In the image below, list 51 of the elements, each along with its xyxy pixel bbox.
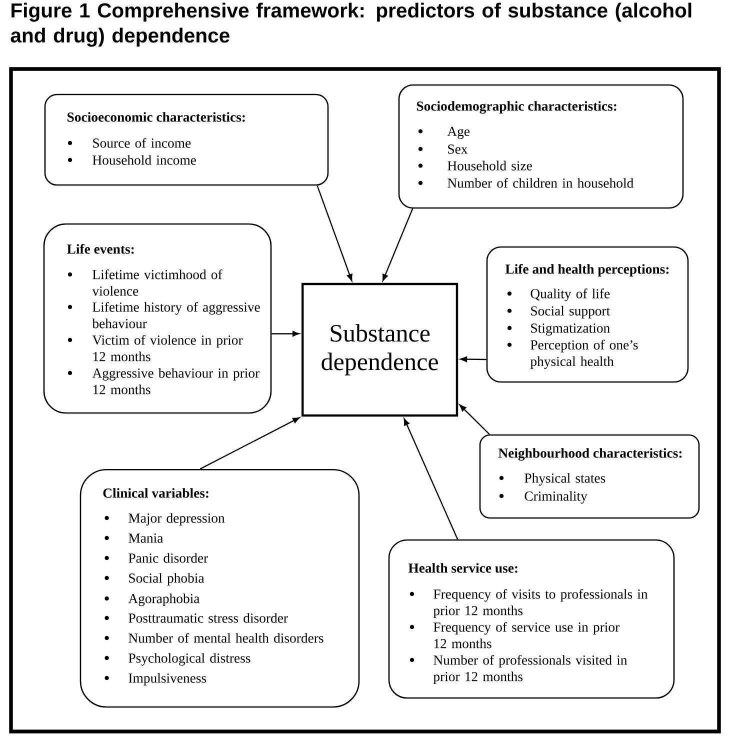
category-heading: Life events: [67,244,134,254]
list-item: Social support [531,306,610,318]
list-item: Source of income [93,138,191,148]
list-item: Agoraphobia [128,594,200,606]
list-item: Quality of life [530,288,610,302]
figure-title: Figure 1 Comprehensive framework: predictors of substance (alcohol and drug) dependence [10,2,692,47]
list-item: Household size [448,160,532,170]
arrow [459,404,490,435]
arrow [382,208,414,282]
list-item: Number of mental health disorders [128,632,324,643]
list-item: Sex [448,144,468,154]
arrow [272,330,300,337]
list-item: Stigmatization [531,324,610,336]
list-item: Victim of violence in prior 12 months [92,334,243,362]
list-item: Aggressive behaviour in prior 12 months [92,368,260,394]
list-item: Panic disorder [128,553,208,563]
category-heading: Neighbourhood characteristics: [498,448,682,461]
list-item: Mania [128,534,164,543]
category-heading: Clinical variables: [103,488,208,498]
list-item: Household income [92,155,196,165]
list-item: Age [447,126,470,139]
arrow [404,418,458,540]
arrow [316,185,352,282]
list-item: Perception of one’s physical health [530,340,638,369]
list-item: Number of professionals visited in prior 12 months [433,654,628,684]
list-item: Impulsiveness [128,673,206,686]
list-item: Psychological distress [128,653,250,666]
arrow [460,356,486,362]
list-item: Frequency of visits to professionals in prior 12 months [433,588,648,618]
category-box [80,468,360,708]
category-box [486,246,689,383]
category-heading: Life and health perceptions: [505,264,668,277]
list-item: Frequency of service use in prior 12 months [434,622,620,648]
category-box [388,539,675,699]
category-box [398,84,684,209]
category-heading: Socioeconomic characteristics: [68,112,245,122]
category-heading: Health service use: [408,563,518,573]
category-box [43,223,272,414]
list-item: Lifetime victimhood of violence [92,269,222,296]
category-box [44,94,329,186]
list-item: Lifetime history of aggressive behaviour [92,302,260,328]
arrow [200,417,300,470]
list-item: Criminality [524,491,588,504]
category-box [479,434,700,519]
category-heading: Sociodemographic characteristics: [416,101,616,114]
list-item: Social phobia [129,573,204,586]
central-box: Substance dependence [302,282,458,417]
list-item: Physical states [524,473,606,486]
list-item: Posttraumatic stress disorder [128,613,288,623]
list-item: Number of children in household [448,178,634,188]
list-item: Major depression [128,513,225,526]
